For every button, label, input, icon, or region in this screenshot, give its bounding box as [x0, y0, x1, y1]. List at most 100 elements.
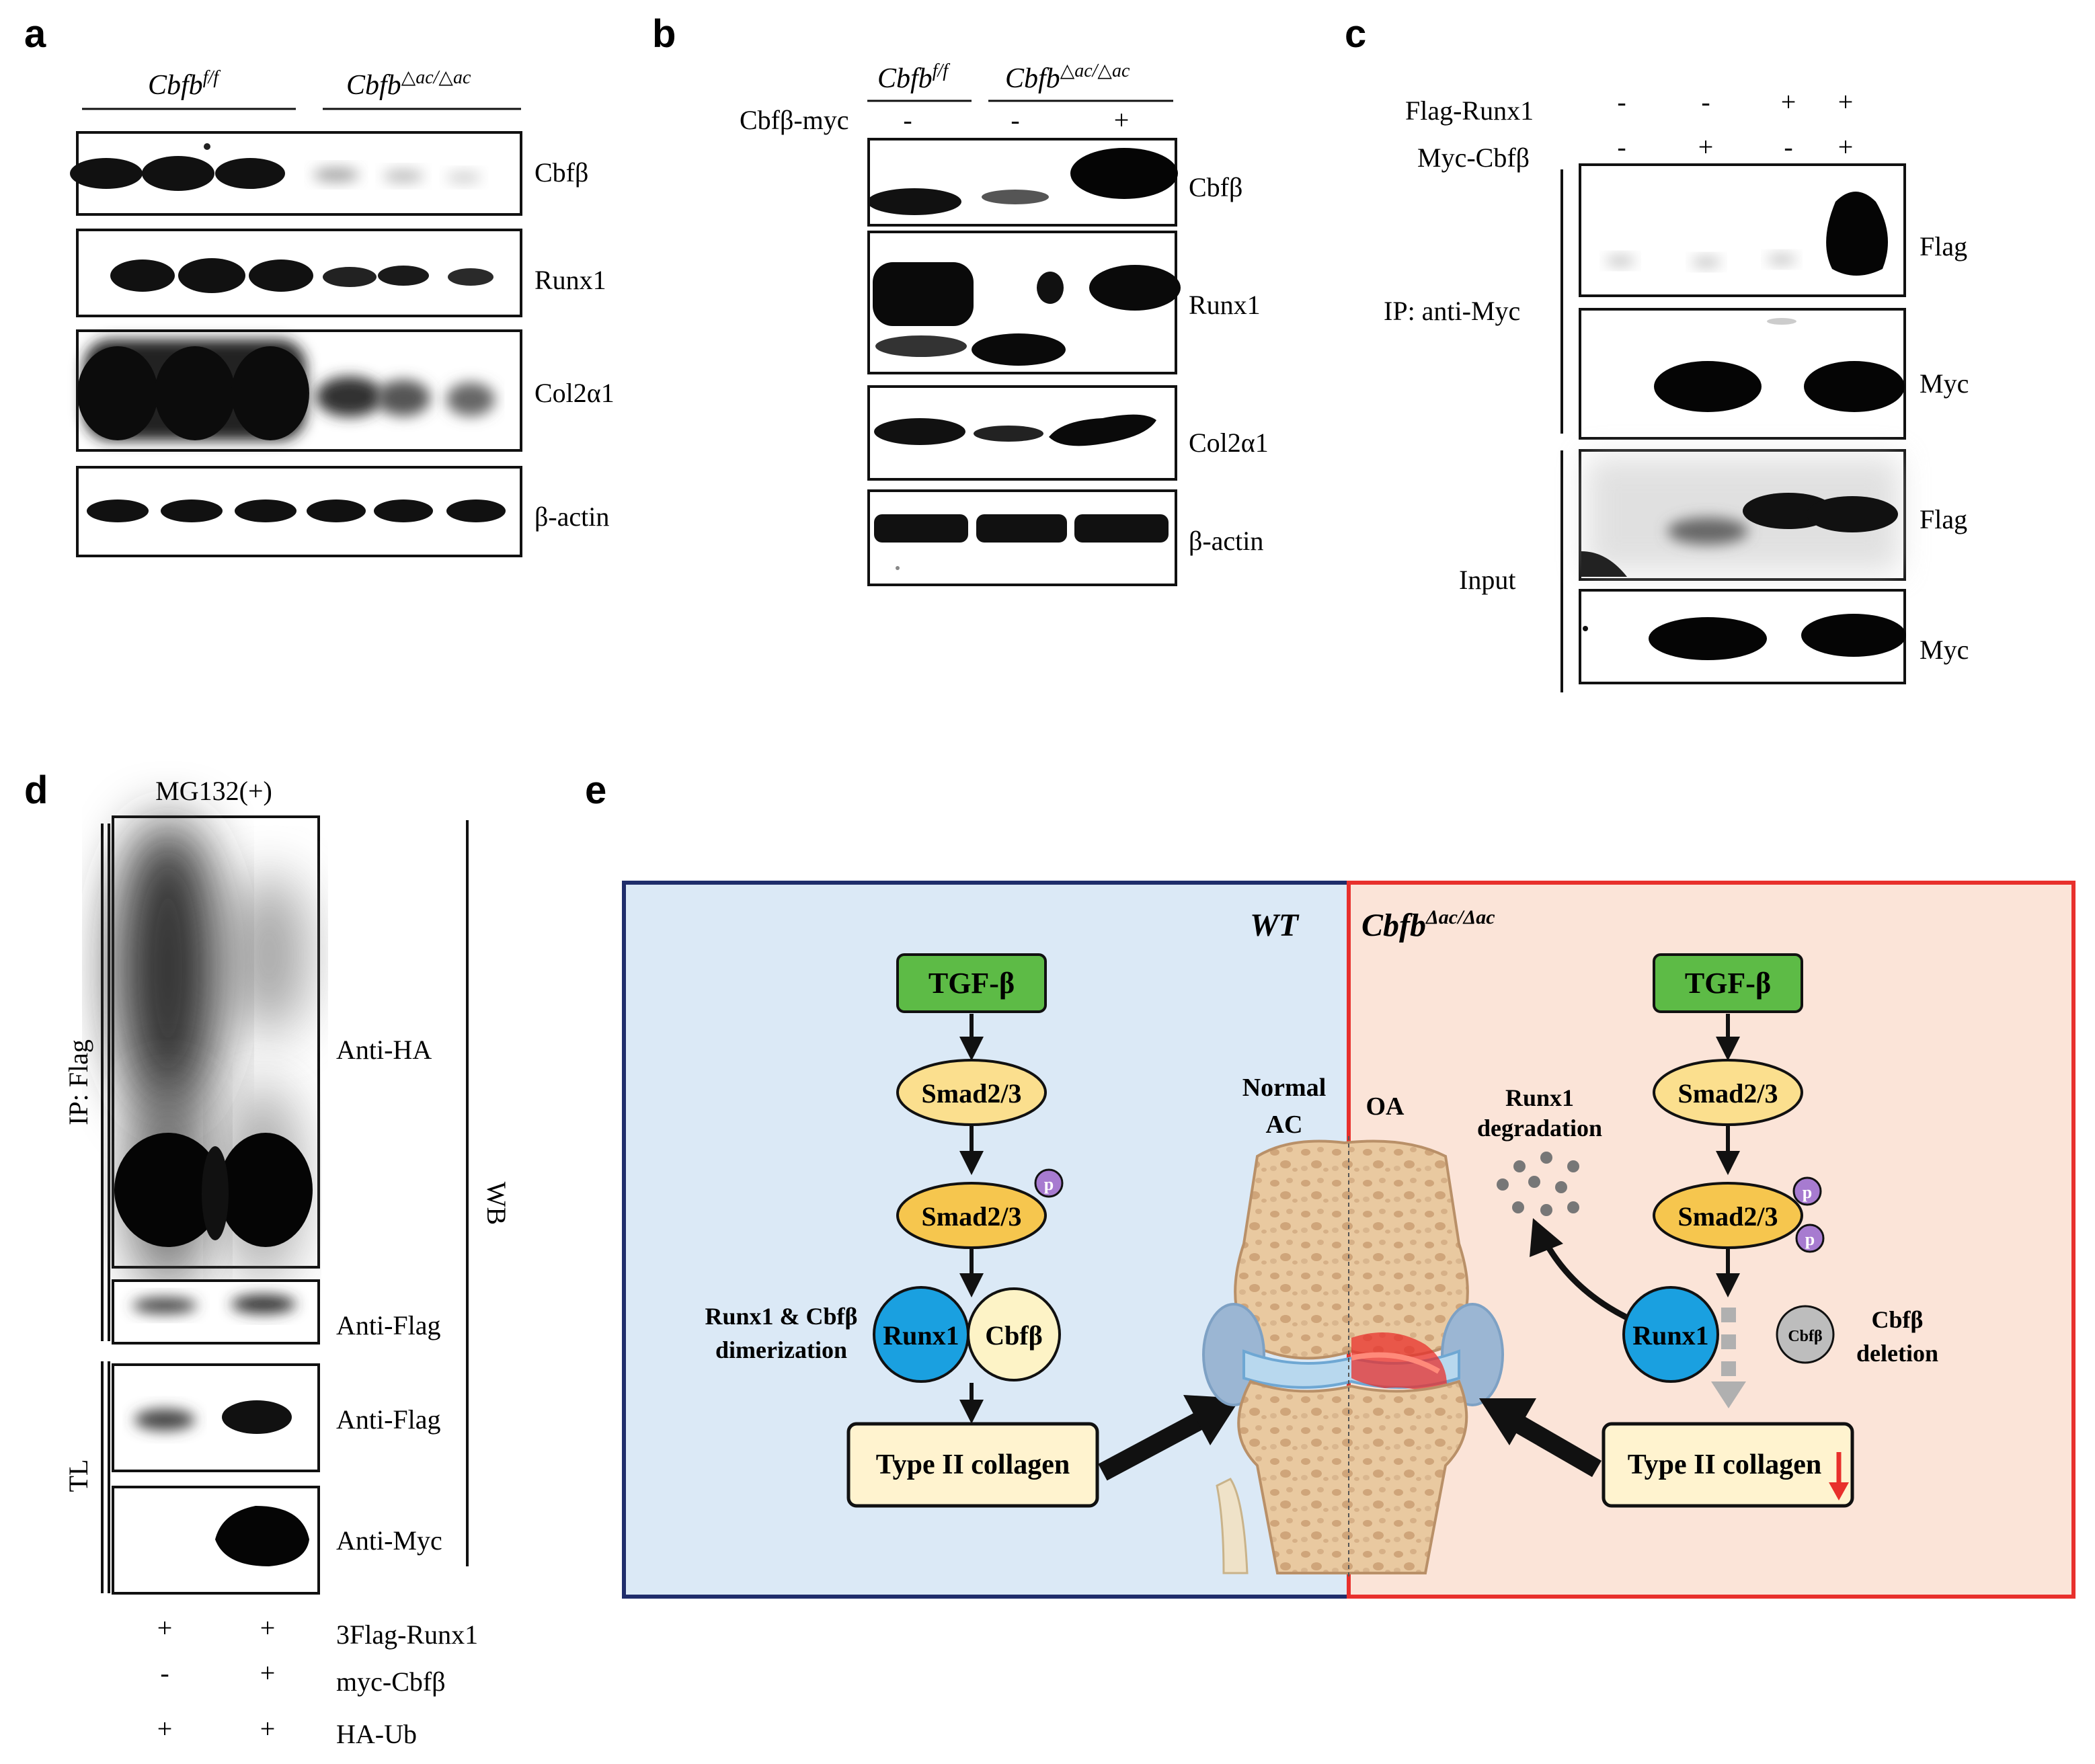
panel-letter-a: a	[24, 12, 46, 56]
ko-tgf-label: TGF-β	[1685, 967, 1771, 1000]
panel-d-ip-label: IP: Flag	[63, 1039, 93, 1125]
panel-b-sign-2: -	[1011, 105, 1019, 135]
panel-letter-e: e	[585, 768, 606, 812]
decrease-arrow-icon	[1829, 1482, 1849, 1500]
blot-d-label-1: Anti-HA	[336, 1035, 432, 1065]
blot-c-label-1: Flag	[1920, 231, 1967, 262]
blot-b-label-3: Col2α1	[1189, 428, 1269, 458]
ko-phospho-label-1: p	[1803, 1182, 1812, 1202]
panel-b-sign-3: +	[1114, 105, 1130, 135]
blot-b-actin	[867, 489, 1177, 586]
wt-collagen-label: Type II collagen	[876, 1449, 1070, 1480]
ko-runx1-circle	[1622, 1286, 1719, 1383]
blot-a-label-4: β-actin	[535, 502, 609, 532]
ko-collagen-box	[1602, 1422, 1854, 1508]
blot-a-label-3: Col2α1	[535, 378, 615, 408]
blot-b-col2a1	[867, 385, 1177, 481]
panel-b-group-ff: Cbfbf/f	[877, 61, 950, 94]
panel-d-tl-label: TL	[63, 1459, 93, 1492]
panel-d-wb-label: WB	[481, 1182, 512, 1225]
blot-a-cbfb	[70, 131, 522, 216]
wt-tgf-box	[896, 953, 1047, 1013]
panel-b-group-ko: Cbfb△ac/△ac	[1005, 61, 1130, 94]
oa-label: OA	[1366, 1092, 1405, 1121]
ko-smad-1-label: Smad2/3	[1678, 1078, 1778, 1109]
panel-c-ip-label: IP: anti-Myc	[1384, 296, 1520, 326]
panel-b-row-label: Cbfβ-myc	[740, 105, 849, 135]
ko-phospho-badge-2	[1795, 1224, 1825, 1253]
blot-a-actin	[76, 466, 522, 557]
panel-d-row2-label: myc-Cbfβ	[336, 1667, 446, 1697]
ko-tgf-box	[1653, 953, 1803, 1013]
wt-phospho-label: p	[1044, 1174, 1054, 1194]
blot-c-input-flag	[1579, 449, 1906, 581]
panel-c-row1-sign-4: +	[1838, 87, 1854, 117]
degradation-dots	[1497, 1152, 1579, 1216]
ko-smad-2	[1653, 1182, 1803, 1249]
degradation-label-2: degradation	[1477, 1115, 1602, 1141]
blot-c-label-4: Myc	[1920, 635, 1969, 665]
ko-cbfb-small-label: Cbfβ	[1788, 1328, 1822, 1345]
wt-cbfb-circle	[967, 1287, 1061, 1381]
blot-d-anti-ha	[112, 815, 320, 1291]
panel-b-sign-1: -	[903, 105, 912, 135]
dimer-label-1: Runx1 & Cbfβ	[705, 1303, 857, 1330]
normal-ac-label-2: AC	[1266, 1111, 1303, 1139]
blot-b-label-1: Cbfβ	[1189, 172, 1242, 202]
wt-smad-1	[896, 1059, 1047, 1126]
panel-d-row1-sign-2: +	[260, 1613, 276, 1643]
blot-d-ip-flag	[112, 1279, 320, 1345]
blot-a-col2a1	[76, 329, 522, 452]
panel-c-row1-label: Flag-Runx1	[1405, 95, 1534, 126]
deletion-label-1: Cbfβ	[1872, 1306, 1924, 1333]
panel-d-row3-sign-2: +	[260, 1714, 276, 1744]
panel-c-row1-sign-2: -	[1701, 87, 1710, 117]
wt-label: WT	[1250, 908, 1300, 943]
panel-d-row3-label: HA-Ub	[336, 1719, 417, 1749]
panel-c-row1-sign-3: +	[1781, 87, 1796, 117]
panel-c-row2-sign-1: -	[1617, 132, 1626, 162]
blot-d-label-2: Anti-Flag	[336, 1310, 441, 1340]
ko-cbfb-small-circle	[1776, 1305, 1835, 1364]
degradation-label-1: Runx1	[1505, 1084, 1574, 1111]
dimer-label-2: dimerization	[715, 1336, 847, 1363]
wt-cbfb-label: Cbfβ	[985, 1320, 1043, 1351]
panel-d-row1-sign-1: +	[157, 1613, 173, 1643]
blot-b-runx1	[867, 231, 1181, 374]
wt-runx1-label: Runx1	[883, 1320, 959, 1351]
panel-a-group-ko: Cbfb△ac/△ac	[346, 67, 471, 101]
panel-d-row2-sign-2: +	[260, 1658, 276, 1688]
panel-c-input-label: Input	[1459, 565, 1515, 595]
panel-c-row2-sign-2: +	[1698, 132, 1714, 162]
panel-a-group-ff: Cbfbf/f	[148, 67, 221, 101]
blot-b-label-4: β-actin	[1189, 526, 1263, 556]
panel-c-row2-label: Myc-Cbfβ	[1417, 143, 1530, 173]
wt-collagen-box	[846, 1422, 1099, 1508]
blot-d-tl-flag	[112, 1363, 320, 1472]
blot-a-runx1	[76, 229, 522, 317]
ko-smad-1	[1653, 1059, 1803, 1126]
blot-a-label-2: Runx1	[535, 265, 606, 295]
panel-d-row3-sign-1: +	[157, 1714, 173, 1744]
blot-c-label-3: Flag	[1920, 504, 1967, 534]
blot-c-ip-flag	[1579, 163, 1906, 297]
blot-c-label-2: Myc	[1920, 368, 1969, 399]
wt-smad-1-label: Smad2/3	[922, 1078, 1022, 1109]
deletion-label-2: deletion	[1856, 1340, 1938, 1367]
panel-c-row1-sign-1: -	[1617, 87, 1626, 117]
blot-b-label-2: Runx1	[1189, 290, 1261, 320]
panel-c-row2-sign-4: +	[1838, 132, 1854, 162]
blot-b-cbfb	[867, 138, 1178, 227]
wt-smad-2	[896, 1182, 1047, 1249]
panel-d-title: MG132(+)	[155, 776, 272, 806]
panel-letter-b: b	[652, 12, 676, 56]
blot-c-ip-myc	[1579, 308, 1906, 440]
panel-letter-c: c	[1345, 12, 1366, 56]
panel-d: MG132(+) IP: Flag TL WB Anti-HA An	[63, 776, 512, 1749]
ko-label: CbfbΔac/Δac	[1361, 906, 1495, 943]
panel-d-row2-sign-1: -	[160, 1658, 169, 1688]
panel-a: Cbfbf/f Cbfb△ac/△ac Cbfβ Runx1	[70, 67, 615, 557]
panel-c-row2-sign-3: -	[1784, 132, 1792, 162]
panel-e: WT CbfbΔac/Δac TGF-β Smad2/3 Smad2/3 p R…	[622, 881, 2076, 1599]
